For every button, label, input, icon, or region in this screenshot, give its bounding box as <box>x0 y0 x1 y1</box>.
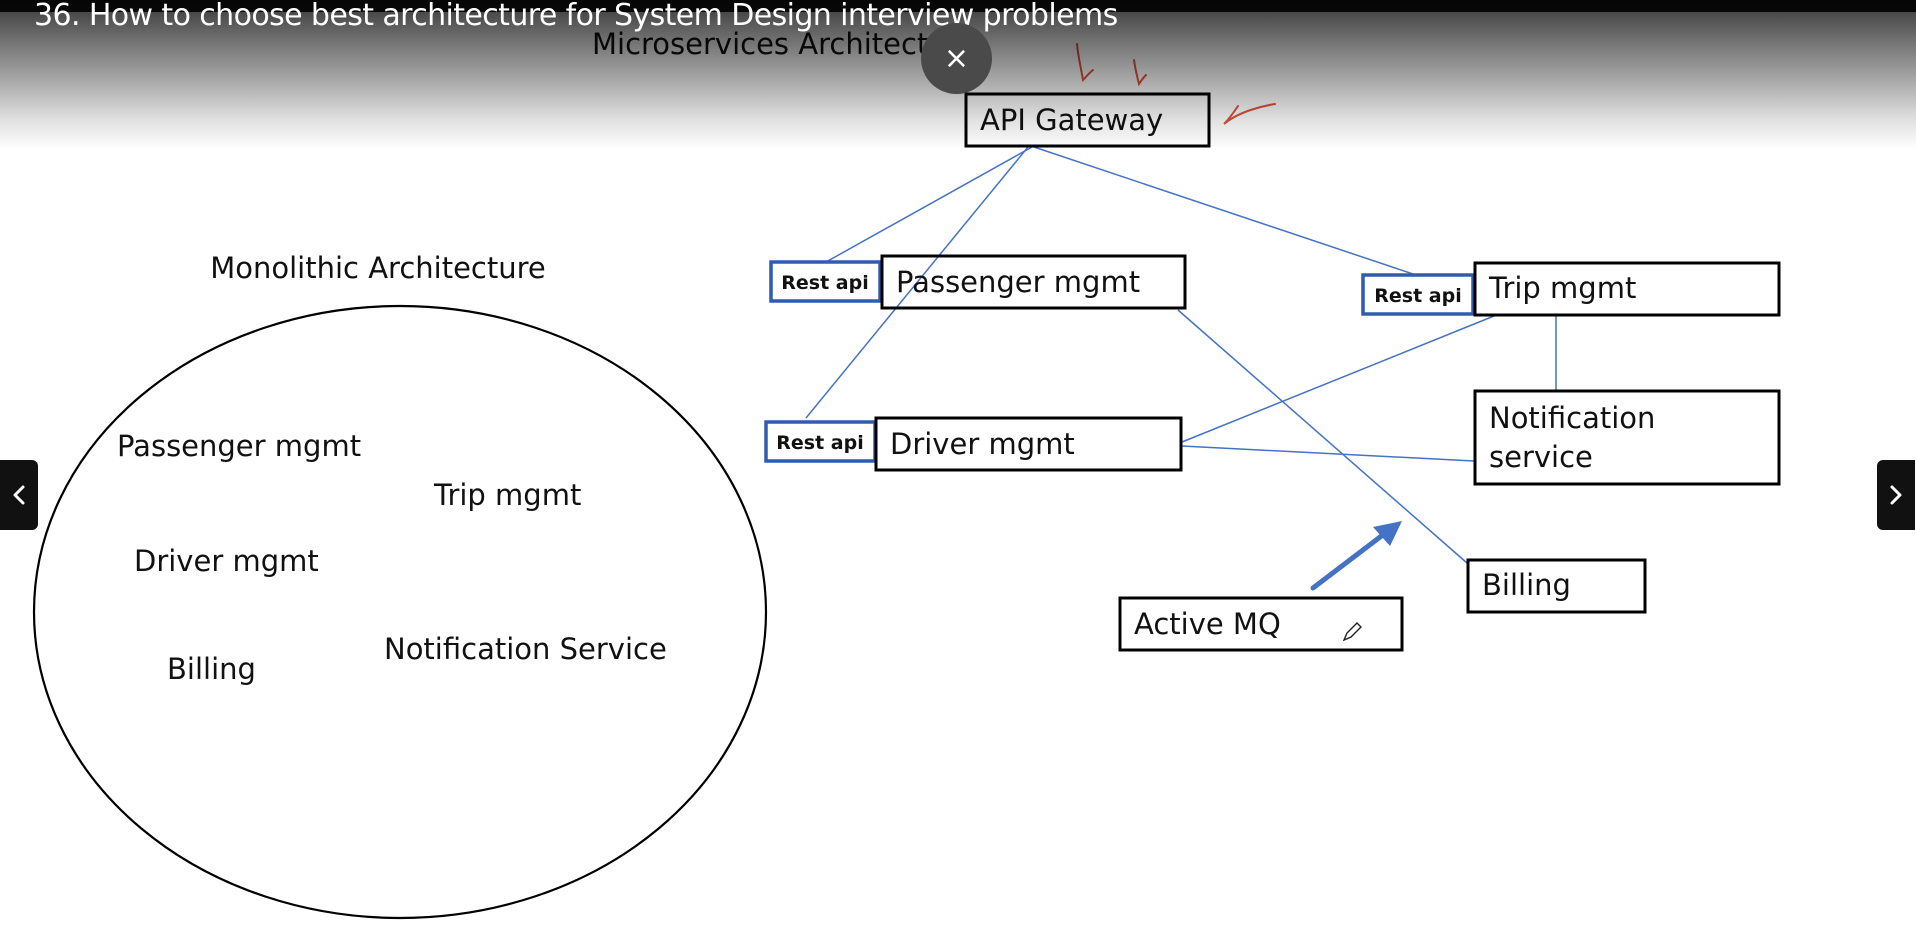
connector-passenger-billing <box>1177 309 1468 564</box>
billing-box <box>1466 558 1647 614</box>
monolith-passenger-mgmt: Passenger mgmt <box>117 429 361 463</box>
left-arrow-annotation <box>1223 103 1276 125</box>
rest-api-box-driver <box>764 420 877 463</box>
driver-mgmt-box <box>874 416 1183 472</box>
next-button[interactable] <box>1877 460 1915 530</box>
billing-label: Billing <box>1482 568 1571 602</box>
rest-api-box-trip <box>1361 273 1475 316</box>
passenger-mgmt-label: Passenger mgmt <box>896 265 1140 299</box>
connector-gateway-trip <box>1033 146 1417 276</box>
previous-button[interactable] <box>0 460 38 530</box>
notification-service-box <box>1473 389 1781 486</box>
rest-api-box-passenger <box>769 260 882 303</box>
chevron-right-icon <box>1890 485 1902 505</box>
monolith-billing: Billing <box>167 652 256 686</box>
monolith-driver-mgmt: Driver mgmt <box>134 544 319 578</box>
driver-mgmt-label: Driver mgmt <box>890 427 1075 461</box>
active-mq-box <box>1118 596 1404 652</box>
connector-lines <box>805 146 1557 564</box>
close-icon: × <box>943 41 970 76</box>
rest-api-label-driver: Rest api <box>776 432 863 454</box>
close-button[interactable]: × <box>921 23 992 94</box>
chevron-left-icon <box>13 485 25 505</box>
connector-gateway-driver <box>805 146 1029 419</box>
monolith-title: Monolithic Architecture <box>210 251 546 285</box>
passenger-mgmt-box <box>880 254 1187 310</box>
trip-mgmt-box <box>1473 261 1781 317</box>
rest-api-label-trip: Rest api <box>1374 285 1461 307</box>
down-arrow-annotation-2 <box>1133 59 1147 87</box>
connector-gateway-passenger <box>825 146 1033 263</box>
monolith-trip-mgmt: Trip mgmt <box>433 478 581 512</box>
notification-service-label-line1: Notification <box>1489 401 1655 435</box>
api-gateway-label: API Gateway <box>980 103 1163 137</box>
connector-driver-trip <box>1181 315 1495 443</box>
monolith-ellipse <box>32 304 768 920</box>
active-mq-label: Active MQ <box>1134 607 1281 641</box>
notification-service-label-line2: service <box>1489 440 1593 474</box>
connector-driver-notification <box>1181 445 1475 462</box>
monolith-notification-service: Notification Service <box>384 632 667 666</box>
trip-mgmt-label: Trip mgmt <box>1488 271 1636 305</box>
rest-api-label-passenger: Rest api <box>781 272 868 294</box>
pencil-icon <box>1342 622 1362 642</box>
down-arrow-annotation-1 <box>1076 43 1094 83</box>
blue-arrow-icon <box>1310 521 1402 591</box>
